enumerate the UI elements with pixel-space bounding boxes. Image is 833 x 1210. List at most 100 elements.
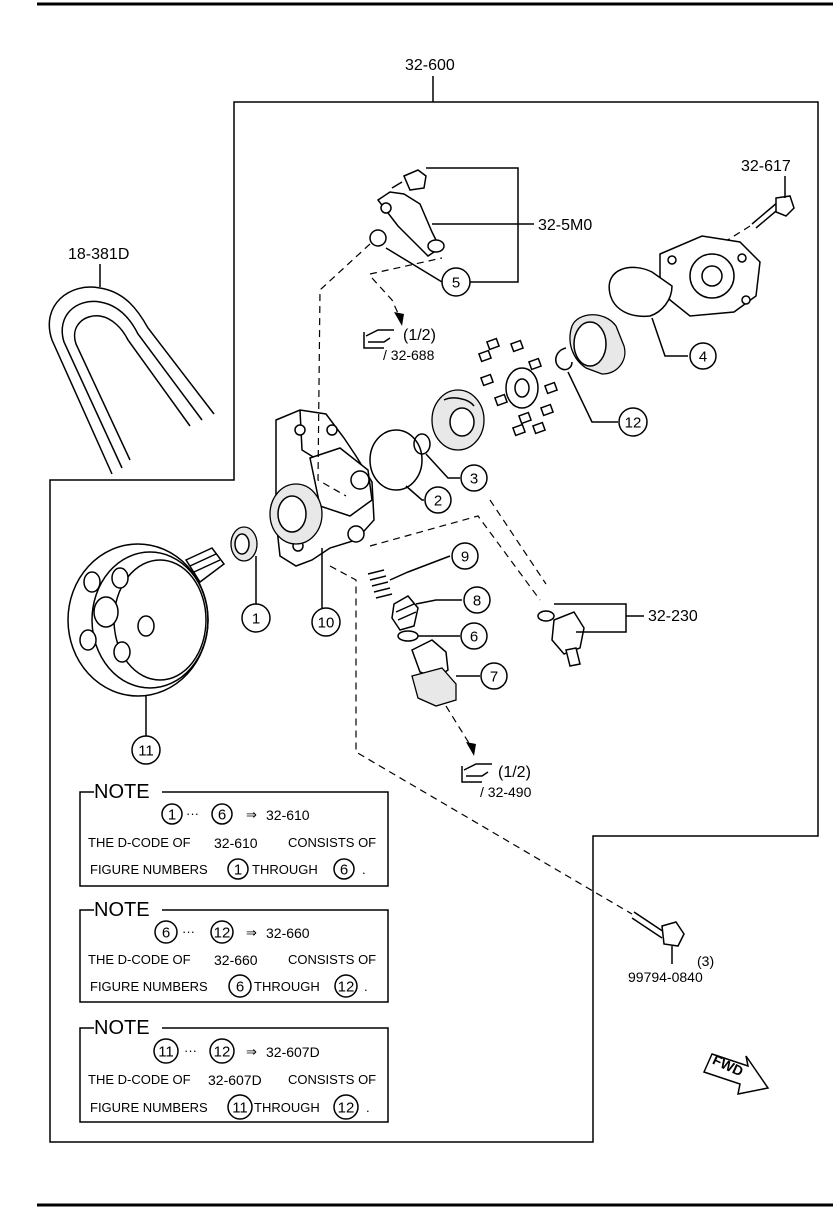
note-ellipsis: ··· [184,1043,197,1058]
bolt-part-label: 99794-0840 [628,969,703,985]
note-arrow: ⇒ [246,925,257,940]
note-box-1: NOTE 1 ··· 6 ⇒ 32-610 THE D-CODE OF 32-6… [79,781,389,887]
note-heading: NOTE [94,1017,150,1039]
note-code: 32-607D [266,1044,320,1060]
note-line2-suffix: CONSISTS OF [288,952,376,967]
svg-text:9: 9 [461,549,469,566]
union-label: 32-5M0 [538,217,592,234]
callout-7: 7 [480,662,508,690]
callout-5-leader [385,247,443,283]
bolt-dash-path [329,565,633,915]
ref1-dash-a [369,257,443,275]
note-code: 32-660 [266,925,310,941]
callout-3: 3 [460,464,488,492]
snap-ring [555,347,573,371]
cam-ring [569,314,626,375]
callout-1: 1 [241,603,271,633]
callout-9: 9 [451,542,479,570]
callout-8-leader [415,599,462,605]
callout-11: 11 [131,735,161,765]
note-line2-prefix: THE D-CODE OF [88,952,191,967]
reference-1: (1/2) / 32-688 [363,327,436,363]
callout-8: 8 [463,586,491,614]
switch-bracket [554,603,627,633]
note-line2-suffix: CONSISTS OF [288,1072,376,1087]
svg-text:8: 8 [473,593,481,610]
note-line2-prefix: THE D-CODE OF [88,1072,191,1087]
note-range-to: 6 [218,807,226,824]
note-heading: NOTE [94,781,150,803]
callout-10: 10 [311,607,341,637]
pointing-hand-icon [363,329,394,349]
note-ellipsis: ··· [186,806,199,821]
callout-3-leader [425,453,460,479]
switch-dash-path [489,499,547,585]
callout-4: 4 [689,342,717,370]
note-line3-prefix: FIGURE NUMBERS [90,862,208,877]
drive-belt [48,286,215,475]
ref1-arrowhead [394,312,404,326]
note-line3-prefix: FIGURE NUMBERS [90,979,208,994]
note-line3-from: 6 [236,979,244,996]
oil-seal [230,526,258,562]
rear-housing [608,235,761,318]
valve-dash-path [369,515,541,601]
note-line3-mid: THROUGH [254,1100,320,1115]
note-line3-to: 12 [338,979,355,996]
note-line3-mid: THROUGH [254,979,320,994]
fwd-arrow-icon: FWD [702,1051,770,1095]
svg-text:10: 10 [318,615,335,632]
ref1-fraction: (1/2) [403,327,436,344]
belt-label: 18-381D [68,246,129,263]
ref2-fraction: (1/2) [498,764,531,781]
pump-body [269,409,375,567]
svg-text:11: 11 [138,743,154,760]
small-o-ring [413,433,431,455]
callout-5: 5 [441,267,471,297]
ref1-code: / 32-688 [383,347,435,363]
callout-12: 12 [618,407,648,437]
large-o-ring [369,429,423,491]
note-range-from: 11 [158,1044,174,1061]
svg-text:3: 3 [470,471,478,488]
pointing-hand-icon [461,763,492,783]
note-line3-end: . [366,1100,370,1115]
note-line3-from: 11 [232,1100,248,1117]
svg-text:12: 12 [625,415,642,432]
note-line3-prefix: FIGURE NUMBERS [90,1100,208,1115]
note-range-to: 12 [214,925,231,942]
control-valve-parts [367,569,457,707]
callout-12-leader [567,371,618,423]
ref1-dash-b [371,277,403,323]
bracket-bolt [717,195,795,247]
note-line3-end: . [364,979,368,994]
note-line3-mid: THROUGH [252,862,318,877]
note-arrow: ⇒ [246,1044,257,1059]
note-range-from: 1 [168,807,176,824]
callout-6: 6 [460,622,488,650]
note-range-to: 12 [214,1044,231,1061]
callout-2-leader [405,485,424,501]
switch-label: 32-230 [648,608,698,625]
note-ellipsis: ··· [182,924,195,939]
note-code: 32-610 [266,807,310,823]
svg-text:5: 5 [452,275,460,292]
svg-text:1: 1 [252,611,260,628]
note-line2-code: 32-607D [208,1072,262,1088]
note-range-from: 6 [162,925,170,942]
rotor-vanes [477,337,559,437]
note-line2-suffix: CONSISTS OF [288,835,376,850]
note-line3-to: 12 [338,1100,355,1117]
bolt-qty: (3) [697,953,714,969]
svg-text:7: 7 [490,669,498,686]
note-arrow: ⇒ [246,807,257,822]
svg-text:2: 2 [434,493,442,510]
assembly-outline [49,101,819,1143]
svg-text:6: 6 [470,629,478,646]
pulley [67,543,226,697]
note-line3-to: 6 [340,862,348,879]
svg-text:4: 4 [699,349,707,366]
ref2-arrowhead [466,742,476,756]
callout-4-leader [651,317,688,357]
